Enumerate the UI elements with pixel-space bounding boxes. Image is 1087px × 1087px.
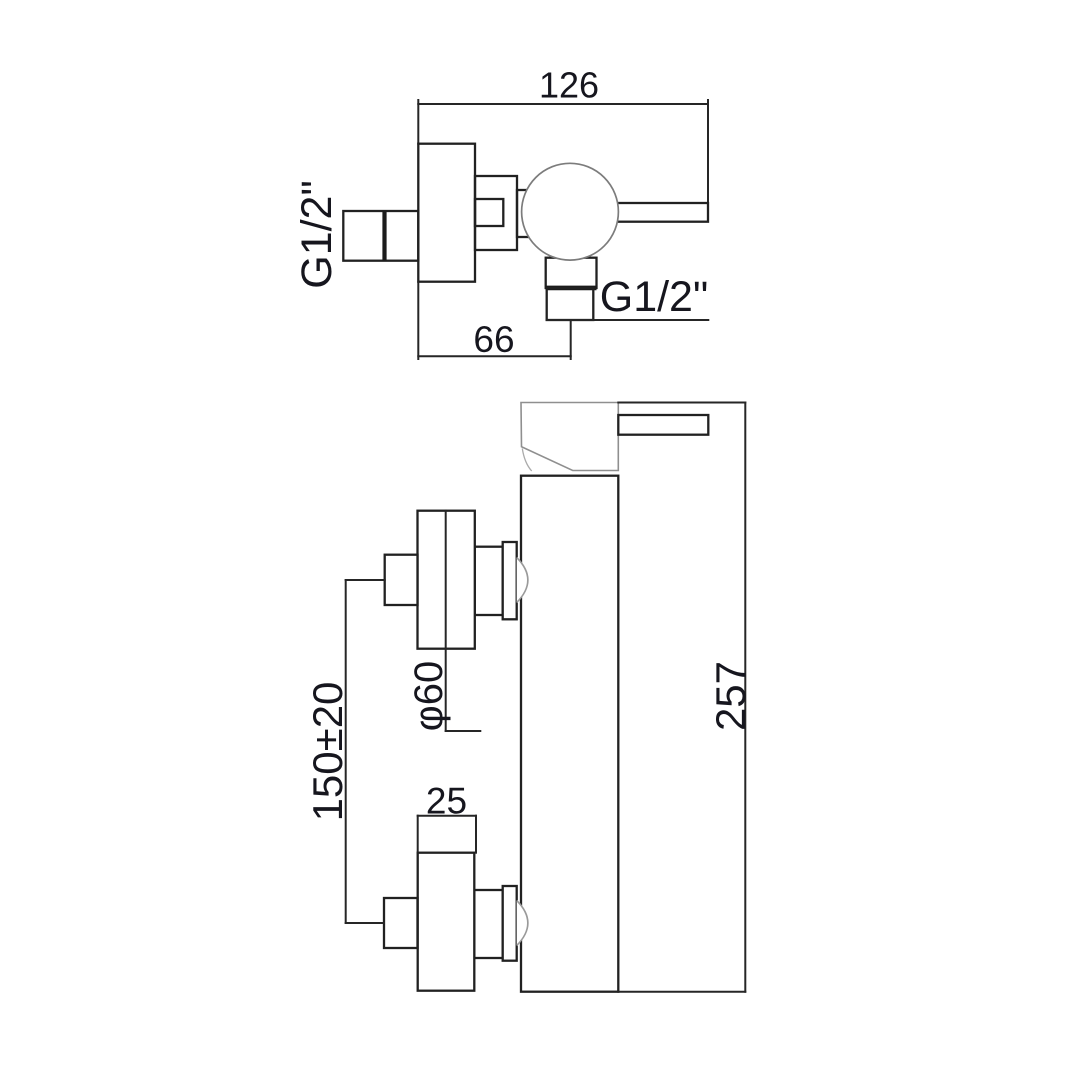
outlet-upper-block <box>544 256 598 290</box>
outlet-lower-block <box>545 286 595 322</box>
dim-25-label: 25 <box>426 781 467 822</box>
inlet-fitting-outline <box>342 209 420 262</box>
lever-handle-top-view <box>604 201 710 223</box>
upper-neck <box>473 545 504 617</box>
valve-inner-detail <box>473 197 505 228</box>
body-bar-outline <box>519 474 620 993</box>
lever-handle-front-view <box>617 413 710 436</box>
upper-nut <box>383 553 419 607</box>
valve-body-outline <box>473 174 519 252</box>
lower-flange <box>416 851 476 992</box>
dim-66-label: 66 <box>473 319 514 360</box>
mixer-head-cap-edge <box>521 448 533 472</box>
lower-neck <box>473 888 504 960</box>
dim-150-label: 150±20 <box>304 682 351 822</box>
upper-ball-joint-arc <box>516 556 529 604</box>
dim-126-label: 126 <box>539 65 599 106</box>
inlet-thread-label: G1/2" <box>293 180 341 289</box>
lower-wall-connection <box>382 851 529 992</box>
lower-ball-joint-arc <box>516 899 529 947</box>
outlet-thread-label: G1/2" <box>600 273 709 321</box>
lower-nut <box>382 896 419 950</box>
cartridge-circle <box>520 162 620 261</box>
mixer-head-outline <box>520 401 620 472</box>
upper-wall-connection <box>383 509 529 650</box>
dia-60-label: φ60 <box>407 661 451 731</box>
wall-flange-outline <box>417 142 477 283</box>
top-view: 126 G1/2" G1/2" <box>293 65 710 360</box>
front-view: 257 150±20 <box>304 401 754 993</box>
upper-cap <box>501 540 518 621</box>
lower-cap <box>501 884 518 962</box>
dim-257-label: 257 <box>707 661 754 731</box>
